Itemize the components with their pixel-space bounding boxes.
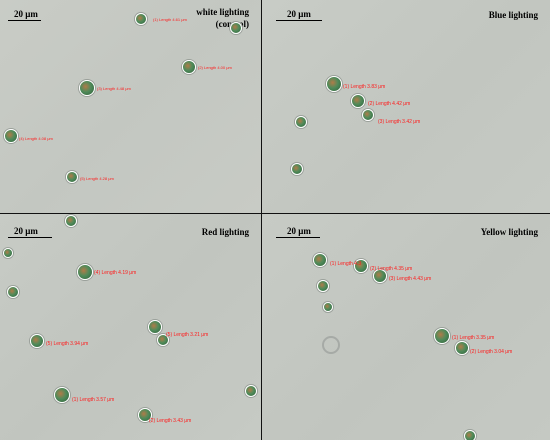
measurement-label: (1) Length 4.61 μm (153, 17, 187, 22)
micrograph-background (0, 214, 261, 440)
algae-cell (3, 248, 13, 258)
algae-cell (79, 80, 95, 96)
measurement-label: (3) Length 3.42 μm (378, 119, 421, 125)
measurement-label: (5) Length 3.21 μm (166, 332, 209, 338)
panel-title-line1: white lighting (196, 7, 249, 17)
measurement-label: (1) Length 4.3 (330, 261, 362, 267)
panel-title: Red lighting (202, 226, 249, 238)
algae-cell (138, 408, 152, 422)
measurement-label: (5) Length 3.94 μm (46, 341, 89, 347)
algae-cell (65, 215, 77, 227)
algae-cell (148, 320, 162, 334)
vertical-divider (261, 0, 262, 440)
algae-cell (66, 171, 78, 183)
algae-cell (77, 264, 93, 280)
scale-bar (276, 237, 320, 238)
algae-cell (317, 280, 329, 292)
algae-cell (182, 60, 196, 74)
measurement-label: (5) Length 4.28 μm (80, 176, 114, 181)
panel-white-lighting: 20 μm white lighting (control) (1) Lengt… (0, 0, 261, 213)
algae-cell (362, 109, 374, 121)
measurement-label: (4) Length 4.08 μm (19, 136, 53, 141)
algae-cell (351, 94, 365, 108)
scale-bar-label: 20 μm (287, 226, 311, 236)
scale-bar (8, 237, 52, 238)
measurement-label: (2) Length 3.43 μm (149, 418, 192, 424)
empty-cell-ghost (322, 336, 340, 354)
algae-cell (230, 22, 242, 34)
algae-cell (7, 286, 19, 298)
algae-cell (373, 269, 387, 283)
algae-cell (245, 385, 257, 397)
measurement-label: (1) Length 3.57 μm (72, 397, 115, 403)
measurement-label: (2) Length 4.35 μm (370, 266, 413, 272)
scale-bar-label: 20 μm (287, 9, 311, 19)
panel-yellow-lighting: 20 μm Yellow lighting (1) Length 4.3 (2)… (262, 214, 550, 440)
measurement-label: (1) Length 3.35 μm (452, 335, 495, 341)
panel-title-line1: Red lighting (201, 227, 249, 237)
algae-cell (326, 76, 342, 92)
horizontal-divider (0, 213, 550, 214)
algae-cell (455, 341, 469, 355)
panel-title-line1: Blue lighting (488, 10, 538, 20)
scale-bar-label: 20 μm (14, 9, 38, 19)
algae-cell (54, 387, 70, 403)
measurement-label: (4) Length 4.19 μm (94, 270, 137, 276)
panel-blue-lighting: 20 μm Blue lighting (1) Length 3.83 μm (… (262, 0, 550, 213)
measurement-label: (2) Length 4.00 μm (198, 65, 232, 70)
algae-cell (157, 334, 169, 346)
micrograph-background (262, 214, 550, 440)
panel-title-line1: Yellow lighting (480, 227, 538, 237)
scale-bar-label: 20 μm (14, 226, 38, 236)
micrograph-background (0, 0, 261, 213)
algae-cell (291, 163, 303, 175)
algae-cell (434, 328, 450, 344)
algae-cell (323, 302, 333, 312)
scale-bar (276, 20, 322, 21)
panel-title: Blue lighting (489, 9, 538, 21)
measurement-label: (3) Length 4.43 μm (389, 276, 432, 282)
measurement-label: (2) Length 3.04 μm (470, 349, 513, 355)
algae-cell (295, 116, 307, 128)
micrograph-background (262, 0, 550, 213)
algae-cell (4, 129, 18, 143)
measurement-label: (1) Length 3.83 μm (343, 84, 386, 90)
algae-cell (313, 253, 327, 267)
algae-cell (354, 259, 368, 273)
algae-cell (464, 430, 476, 440)
algae-cell (30, 334, 44, 348)
panel-title: Yellow lighting (481, 226, 538, 238)
algae-cell (135, 13, 147, 25)
measurement-label: (3) Length 4.48 μm (97, 86, 131, 91)
panel-red-lighting: 20 μm Red lighting (4) Length 4.19 μm (5… (0, 214, 261, 440)
measurement-label: (2) Length 4.42 μm (368, 101, 411, 107)
scale-bar (8, 20, 41, 21)
